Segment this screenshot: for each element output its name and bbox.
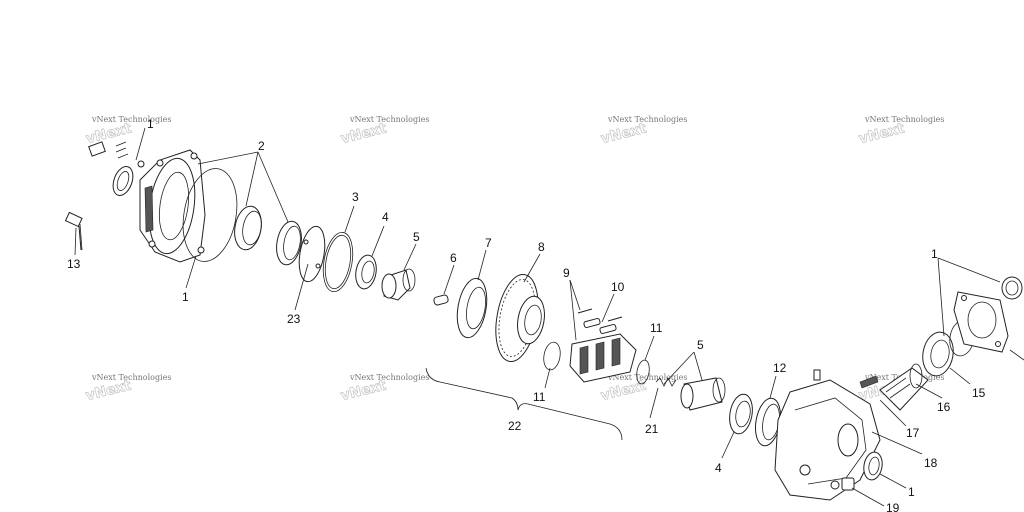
callout-22: 22: [508, 419, 522, 433]
callout-11-a: 11: [650, 321, 663, 335]
callout-15: 15: [972, 386, 986, 400]
callout-1-right: 1: [931, 247, 938, 261]
callout-1-left: 1: [182, 290, 189, 304]
callout-2: 2: [258, 139, 265, 153]
sleeve-5-top: [381, 268, 416, 301]
ring-gear-8: [495, 274, 545, 362]
left-seal: [112, 166, 134, 196]
callouts: 1 2 1 13 23 3 4 5 6 7 8 9 10 11 11 22 21…: [67, 117, 986, 512]
plate-23: [298, 225, 326, 283]
bearing-15: [922, 331, 954, 377]
callout-17: 17: [906, 426, 920, 440]
callout-21: 21: [645, 422, 659, 436]
plug-19: [841, 477, 855, 491]
watermark-3: vNext Technologies: [607, 115, 687, 124]
leader-lines: [74, 127, 1024, 507]
callout-4-bottom: 4: [715, 461, 722, 475]
bearing-7: [456, 277, 488, 339]
callout-9: 9: [563, 266, 570, 280]
callout-3: 3: [352, 190, 359, 204]
bearing-cup-2a: [234, 205, 262, 251]
callout-23: 23: [287, 312, 301, 326]
callout-1-bottom: 1: [908, 485, 915, 499]
left-small-hardware: [88, 141, 145, 168]
callout-18: 18: [924, 456, 938, 470]
watermark-1: vNext Technologies: [91, 115, 171, 124]
bearing-4-bottom: [729, 393, 753, 435]
callout-7: 7: [485, 236, 492, 250]
watermark-5: vNext Technologies: [91, 373, 171, 382]
svg-text:vNext: vNext: [339, 120, 388, 147]
callout-19: 19: [886, 501, 900, 512]
cage-22: [569, 333, 637, 383]
bolt-13: [64, 211, 83, 251]
watermark-4: vNext Technologies: [864, 115, 944, 124]
gearcase-18: [774, 369, 881, 501]
rollers-10: [583, 317, 617, 335]
snap-ring-11-left: [543, 341, 561, 371]
snap-ring-11-right: [636, 359, 650, 385]
pin-6: [433, 294, 449, 306]
callout-16: 16: [937, 400, 951, 414]
callout-4-top: 4: [382, 210, 389, 224]
large-o-ring: [182, 168, 238, 262]
callout-6: 6: [450, 251, 457, 265]
seal-1-right: [1001, 276, 1023, 300]
springs-9: [577, 308, 623, 322]
sleeve-5-mid: [680, 377, 726, 411]
bearing-cup-2b: [276, 220, 302, 266]
callout-5-top: 5: [413, 230, 420, 244]
callout-11-b: 11: [533, 390, 546, 404]
left-cover-housing: [139, 149, 206, 263]
callout-1-top: 1: [147, 117, 154, 131]
callout-8: 8: [538, 240, 545, 254]
pinion-shaft-16: [879, 363, 929, 411]
svg-text:vNext: vNext: [857, 120, 906, 147]
bearing-4-top: [355, 254, 377, 290]
flange-housing-right: [953, 291, 1009, 353]
svg-text:vNext: vNext: [84, 120, 133, 147]
watermark-7: vNext Technologies: [607, 373, 687, 382]
snap-ring-3: [322, 231, 354, 293]
watermark-6: vNext Technologies: [349, 373, 429, 382]
callout-10: 10: [611, 280, 625, 294]
callout-5-mid: 5: [697, 338, 704, 352]
svg-text:vNext: vNext: [599, 120, 648, 147]
key-17: [859, 375, 879, 389]
callout-12: 12: [773, 361, 787, 375]
watermark-2: vNext Technologies: [349, 115, 429, 124]
seal-1-bottom: [863, 451, 883, 481]
callout-13: 13: [67, 257, 81, 271]
